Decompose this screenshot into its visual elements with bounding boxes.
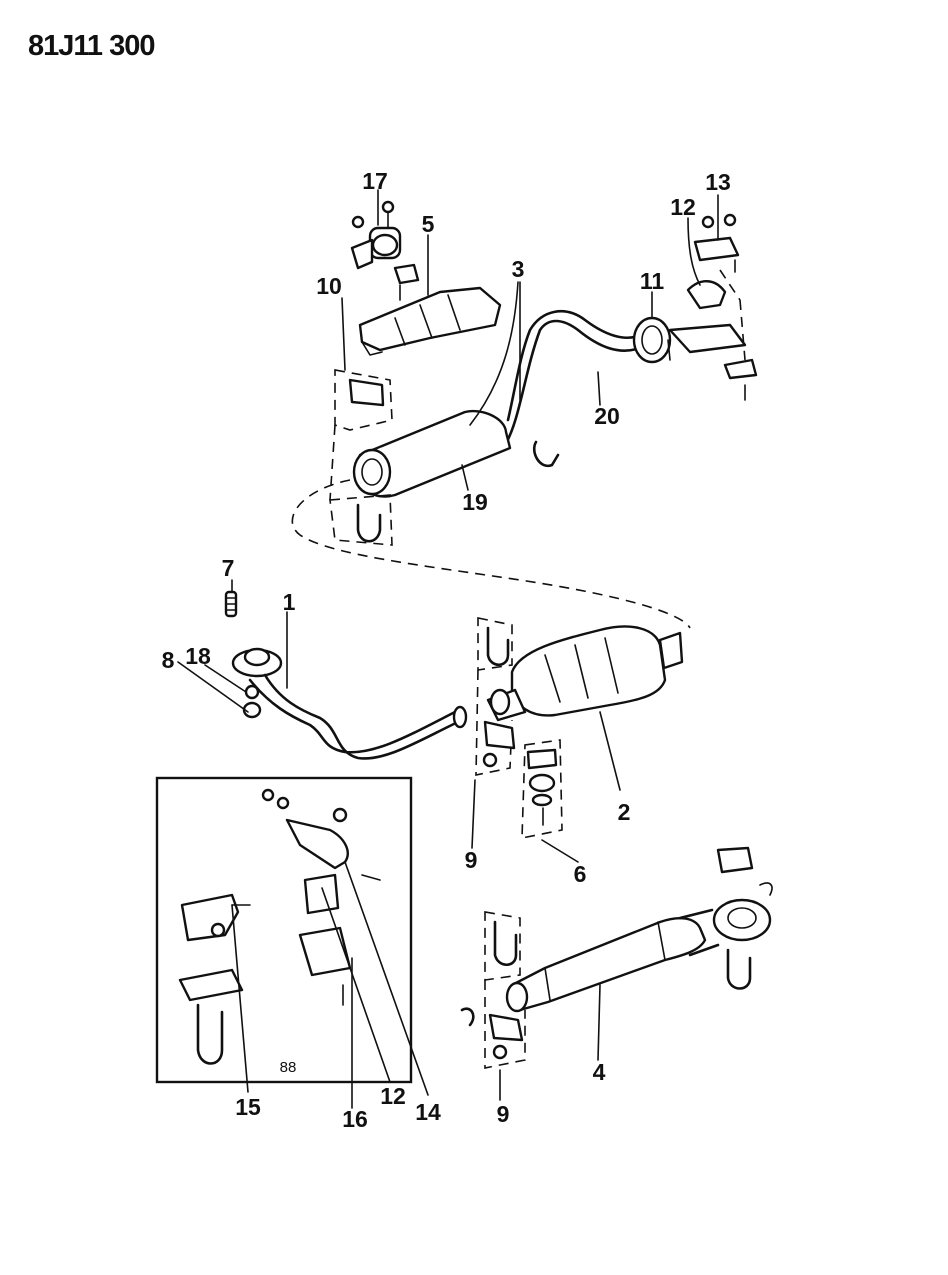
callout-4: 4	[593, 1059, 606, 1085]
callout-5: 5	[422, 211, 435, 237]
callout-9-upper: 9	[465, 847, 478, 873]
callout-15: 15	[235, 1094, 261, 1120]
hanger-bracket-17	[350, 200, 420, 301]
callout-12-bottom: 12	[380, 1083, 406, 1109]
callout-19: 19	[462, 489, 488, 515]
callout-3: 3	[512, 256, 525, 282]
callout-14: 14	[415, 1099, 441, 1125]
callout-2: 2	[618, 799, 631, 825]
callout-7: 7	[222, 555, 235, 581]
heat-shield	[358, 286, 502, 356]
callout-17: 17	[362, 168, 388, 194]
callout-6: 6	[574, 861, 587, 887]
callout-11: 11	[640, 268, 665, 294]
callout-8: 8	[162, 647, 175, 673]
callout-10: 10	[316, 273, 342, 299]
catalytic-converter	[486, 625, 684, 722]
inset-label: 88	[280, 1059, 297, 1076]
clamp-group-9-lower	[484, 911, 526, 1069]
insulator-group	[521, 739, 563, 839]
clamp-group-10	[329, 369, 393, 546]
callout-12-top: 12	[670, 194, 696, 220]
callout-20: 20	[594, 403, 620, 429]
exhaust-stud	[224, 590, 238, 618]
callout-18: 18	[185, 643, 211, 669]
resonator	[460, 908, 720, 1027]
muffler	[352, 409, 512, 498]
callouts: 17 5 3 10 11 12 13 20 19 7 1 8 18 2 9 6 …	[162, 168, 731, 1132]
inset-box: 88	[155, 776, 413, 1084]
diagram-reference-code: 81J11 300	[28, 30, 155, 62]
front-exhaust-pipe	[231, 647, 468, 760]
callout-13: 13	[705, 169, 731, 195]
nut-and-washer	[242, 684, 262, 719]
callout-16: 16	[342, 1106, 368, 1132]
connection-path	[291, 479, 691, 629]
callout-1: 1	[283, 589, 296, 615]
u-bolt-muffler	[532, 440, 560, 468]
leader-lines	[177, 189, 719, 1109]
clamp-group-9-upper	[475, 617, 516, 776]
tailpipe-hanger-assembly	[632, 213, 758, 401]
callout-9-lower: 9	[497, 1101, 510, 1127]
rear-flange-clamp	[712, 846, 773, 990]
